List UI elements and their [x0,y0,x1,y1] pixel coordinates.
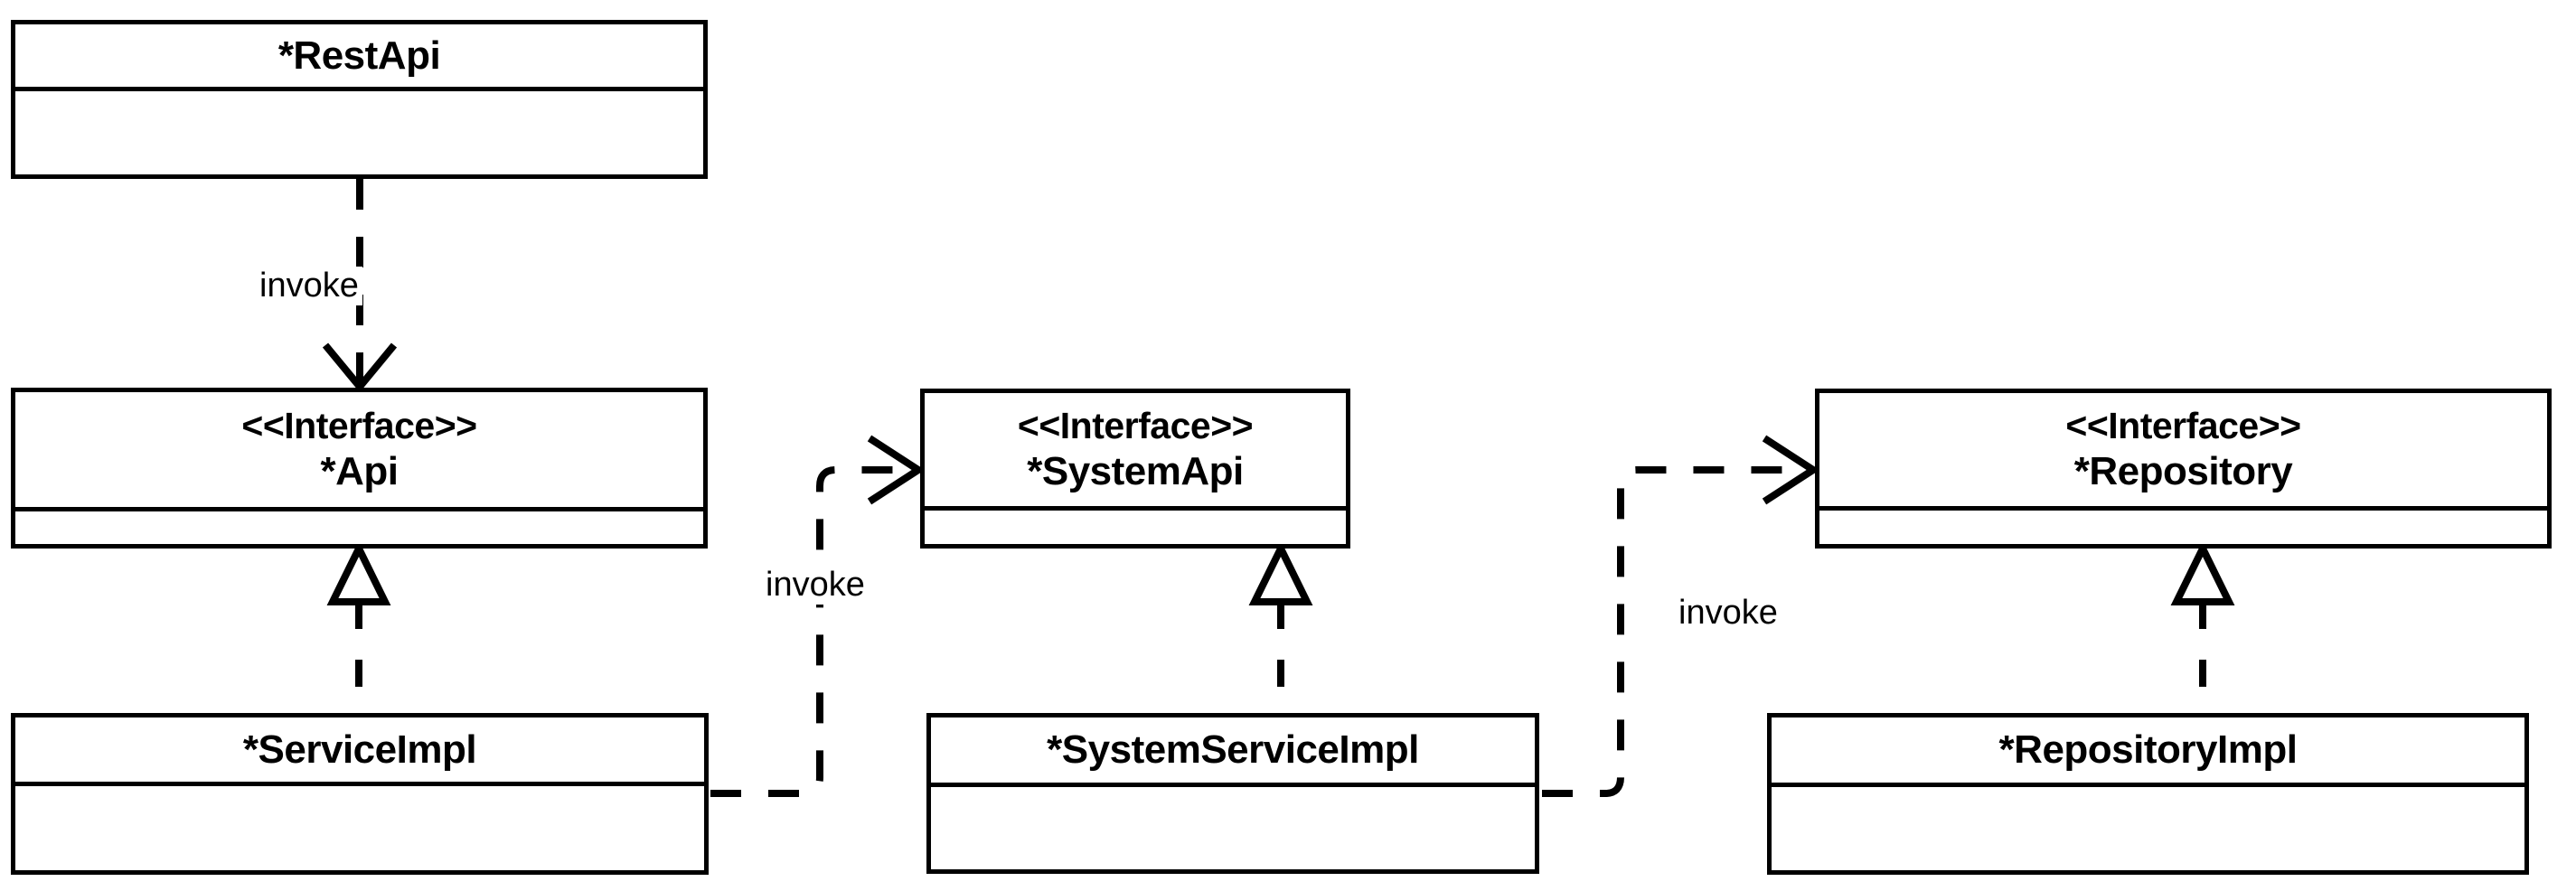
class-name-api: *Api [320,448,400,493]
class-name-system-service-impl: *SystemServiceImpl [1047,727,1419,773]
class-body-repository-impl [1772,787,2524,870]
edge-label-restapi-invokes-api: invoke [256,267,362,305]
class-stereotype-repository: <<Interface>> [2065,405,2301,447]
open-arrowhead-icon [1762,435,1820,505]
class-name-system-api: *SystemApi [1027,448,1244,493]
class-body-api [15,511,703,544]
class-header-repository-impl: *RepositoryImpl [1772,717,2524,787]
open-arrowhead-icon [322,342,398,393]
class-box-repository[interactable]: <<Interface>> *Repository [1815,389,2552,549]
connector-repositoryimpl-realizes-repository [2170,539,2235,713]
class-box-repository-impl[interactable]: *RepositoryImpl [1767,713,2529,875]
class-name-service-impl: *ServiceImpl [242,727,477,772]
class-name-rest-api: *RestApi [277,33,441,78]
class-stereotype-api: <<Interface>> [241,405,477,447]
class-body-rest-api [15,91,703,174]
hollow-triangle-icon [2170,539,2235,605]
class-body-system-service-impl [931,787,1535,869]
edge-label-systemserviceimpl-invokes-repository: invoke [1675,594,1782,633]
class-box-service-impl[interactable]: *ServiceImpl [11,713,709,875]
connector-serviceimpl-invokes-systemapi [710,435,926,797]
hollow-triangle-icon [1248,539,1313,605]
class-stereotype-system-api: <<Interface>> [1017,405,1254,447]
class-name-repository-impl: *RepositoryImpl [1998,727,2298,773]
connector-systemserviceimpl-realizes-systemapi [1248,539,1313,713]
class-header-service-impl: *ServiceImpl [15,717,704,786]
dependency-line [710,466,917,797]
class-header-repository: <<Interface>> *Repository [1819,393,2547,511]
class-body-service-impl [15,786,704,870]
class-body-system-api [925,511,1346,544]
open-arrowhead-icon [867,435,926,505]
class-box-system-service-impl[interactable]: *SystemServiceImpl [926,713,1539,874]
class-name-repository: *Repository [2073,448,2293,493]
class-box-api[interactable]: <<Interface>> *Api [11,388,708,549]
edge-label-serviceimpl-invokes-systemapi: invoke [762,566,869,605]
hollow-triangle-icon [326,539,391,605]
class-header-api: <<Interface>> *Api [15,392,703,511]
class-header-system-service-impl: *SystemServiceImpl [931,717,1535,787]
class-box-system-api[interactable]: <<Interface>> *SystemApi [920,389,1350,549]
class-box-rest-api[interactable]: *RestApi [11,20,708,179]
class-body-repository [1819,511,2547,544]
class-header-system-api: <<Interface>> *SystemApi [925,393,1346,511]
connector-serviceimpl-realizes-api [326,539,391,713]
class-header-rest-api: *RestApi [15,24,703,91]
